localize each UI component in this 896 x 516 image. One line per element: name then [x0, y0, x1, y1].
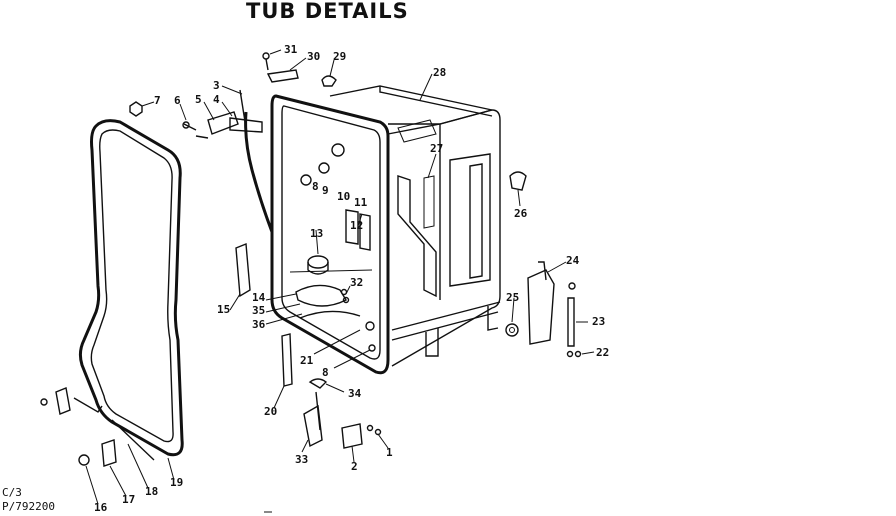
callout-11: 11 — [354, 196, 368, 209]
callout-25: 25 — [506, 291, 519, 304]
callout-23: 23 — [592, 315, 605, 328]
hinge-arm — [239, 89, 247, 129]
callout-32: 32 — [350, 276, 363, 289]
callout-14: 14 — [252, 291, 266, 304]
callout-8-upper: 8 — [312, 180, 319, 193]
hardware-parts — [40, 52, 582, 467]
heater-hose — [244, 111, 274, 233]
callout-28: 28 — [433, 66, 446, 79]
footer-code-1: C/3 — [2, 486, 22, 499]
callout-2: 2 — [351, 460, 358, 473]
door-gasket — [78, 119, 184, 457]
callout-6: 6 — [174, 94, 181, 107]
callout-16: 16 — [94, 501, 108, 514]
callout-24: 24 — [566, 254, 580, 267]
callout-29: 29 — [333, 50, 346, 63]
callout-18: 18 — [145, 485, 158, 498]
callout-30: 30 — [307, 50, 320, 63]
callout-34: 34 — [348, 387, 362, 400]
callout-33: 33 — [295, 453, 308, 466]
diagram-title: TUB DETAILS — [246, 0, 409, 23]
callout-22: 22 — [596, 346, 609, 359]
callout-17: 17 — [122, 493, 135, 506]
callout-8-lower: 8 — [322, 366, 329, 379]
callout-3: 3 — [213, 79, 220, 92]
callout-13: 13 — [310, 227, 323, 240]
callout-1: 1 — [386, 446, 393, 459]
callout-26: 26 — [514, 207, 528, 220]
footer-code-2: P/792200 — [2, 500, 55, 513]
callout-19: 19 — [170, 476, 183, 489]
part-callouts: 31 30 29 28 3 4 5 6 7 8 9 10 11 12 13 27… — [94, 43, 609, 514]
callout-27: 27 — [430, 142, 443, 155]
callout-10: 10 — [337, 190, 350, 203]
callout-31: 31 — [284, 43, 298, 56]
callout-9: 9 — [322, 184, 329, 197]
callout-35: 35 — [252, 304, 265, 317]
callout-36: 36 — [252, 318, 266, 331]
callout-7: 7 — [154, 94, 161, 107]
tub-body — [270, 85, 501, 375]
callout-15: 15 — [217, 303, 230, 316]
callout-4: 4 — [213, 93, 220, 106]
callout-20: 20 — [264, 405, 277, 418]
callout-21: 21 — [300, 354, 314, 367]
callout-12: 12 — [350, 219, 363, 232]
leader-lines — [85, 49, 595, 505]
callout-5: 5 — [195, 93, 202, 106]
